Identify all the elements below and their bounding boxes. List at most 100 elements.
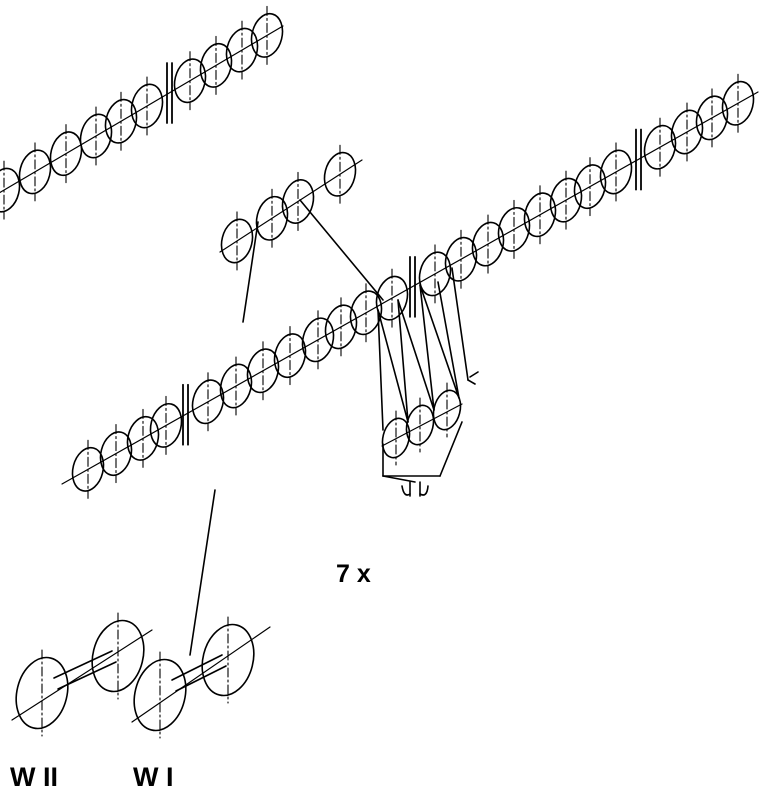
pulley-rim [18,149,52,195]
pulley [573,157,607,217]
pulley [18,142,52,202]
wheel-axis [131,626,271,723]
shaft-w1 [131,616,271,739]
shaft-axis [0,25,284,194]
pulley [643,117,677,177]
pulley [0,160,21,220]
pulley-rim [721,80,755,126]
pulley [324,297,358,357]
wheel-hub-line [53,650,113,679]
pulley [599,142,633,202]
wheel-hub-line [171,654,223,681]
pulley-rim [255,195,289,241]
pulley [126,408,160,468]
pulley [301,310,335,370]
shaft-top [0,5,284,220]
hook-right [419,485,429,496]
pulley [191,372,225,432]
pulley [255,188,289,248]
rope [397,299,409,423]
pulley [79,106,113,166]
block-pulley [381,410,411,466]
pulley-rim [201,623,255,697]
pulley-rim [301,317,335,363]
pulley-rim [549,177,583,223]
wheel-axis [11,629,153,721]
pulley [497,199,531,259]
pulley [523,185,557,245]
pulley [173,51,207,111]
shaft-label-w1: W I [133,762,174,792]
pulley [199,35,233,95]
rope [377,309,384,431]
pulley [104,91,138,151]
pulley [695,88,729,148]
pulley [149,395,183,455]
rope-lower [189,489,216,656]
pulley-rim [599,149,633,195]
pulley-rim [191,379,225,425]
pulley [220,211,254,271]
wheel-hub-line [57,661,117,690]
pulley [99,424,133,484]
pulley [219,356,253,416]
rope [419,284,460,399]
pulley-rim [130,83,164,129]
shaft-main [61,73,759,499]
pulley-rim [219,363,253,409]
pulley [273,326,307,386]
pulley [349,283,383,343]
pulley-rim [49,131,83,177]
rope [397,299,435,411]
wheel-small [91,612,145,700]
pulley [444,229,478,289]
block-axis [381,403,463,447]
pulley [721,73,755,133]
pulley [130,76,164,136]
pulley-rim [173,58,207,104]
wheel-large [133,651,187,739]
pulley-rim [643,124,677,170]
pulley-rim [104,98,138,144]
rope [377,309,409,423]
pulley-rim [199,42,233,88]
shaft-small [219,144,363,271]
pulley-rim [99,431,133,477]
pulley-rim [246,348,280,394]
pulley-rim [0,167,21,213]
wheel-small [201,616,255,704]
shaft-axis [219,159,363,253]
hook-left [401,485,411,496]
rope [299,199,384,301]
rope-left [242,221,259,323]
shaft-w2 [11,612,153,737]
shaft-label-w2: W II [10,762,58,792]
pulley-rim [133,658,187,732]
pulley [323,144,357,204]
pulley-rim [444,236,478,282]
pulley-rim [281,179,315,224]
pulley [246,341,280,401]
pulley-rim [91,619,145,693]
pulley-rim [381,417,411,459]
multiplier-label: 7 x [336,560,371,588]
pulley-rim [149,402,183,448]
block-frame [439,421,463,477]
pulley [71,439,105,499]
pulley [549,170,583,230]
pulley [49,124,83,184]
pulley-rim [250,12,284,58]
pulley-block [381,382,463,497]
rope [467,379,476,385]
pulley [250,5,284,65]
pulley-rim [71,446,105,492]
rope [451,267,469,381]
rope [419,284,435,411]
pulley-rim [15,656,69,730]
wheel-hub-line [175,665,227,692]
pulley-rim [126,415,160,461]
pulley-rim [323,151,357,197]
block-frame [382,475,416,483]
pulley [281,171,315,232]
